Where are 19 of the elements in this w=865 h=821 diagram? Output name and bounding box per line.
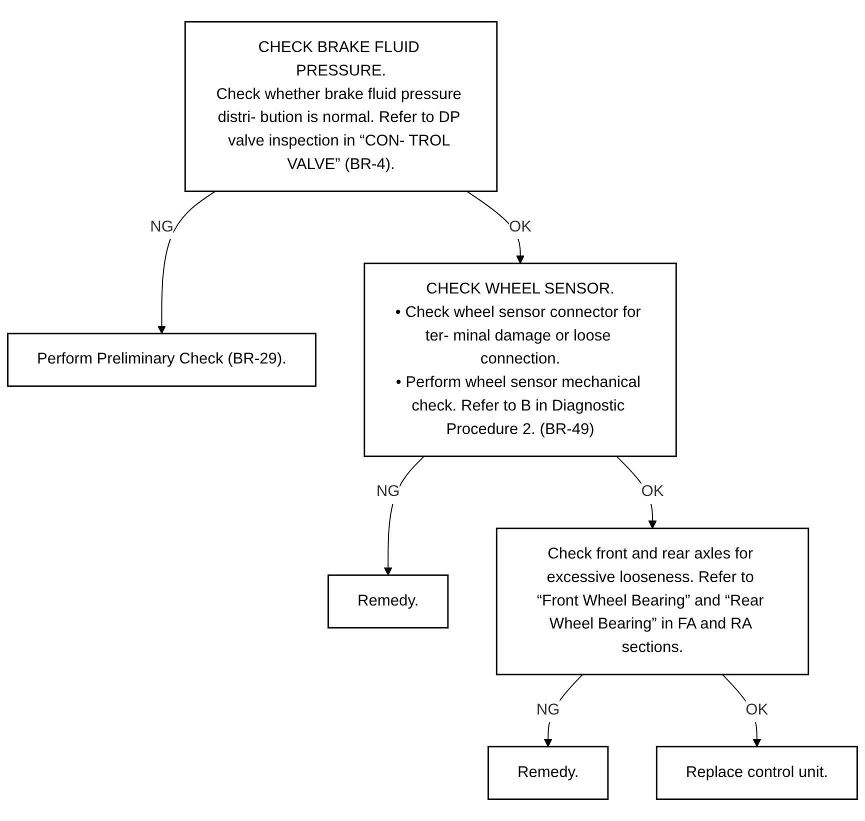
node-box: Replace control unit.	[656, 746, 858, 800]
node-box: CHECK BRAKE FLUID PRESSURE. Check whether brake fluid pressure distri- bution is normal. Refer to DP valve inspection in “CON- TROL VALVE” (BR-4).	[184, 21, 498, 192]
arrow	[722, 674, 762, 747]
arrow	[466, 190, 525, 264]
node-box: CHECK WHEEL SENSOR. • Check wheel sensor connector for ter- minal damage or loose connection. • Perform wheel sensor mechanical check. Refer to B in Diagnostic Procedure 2. (BR-49)	[364, 262, 677, 457]
node-box: Check front and rear axles for excessive looseness. Refer to “Front Wheel Bearing” and “Rear Wheel Bearing” in FA and RA sections.	[496, 528, 810, 676]
edge-label: NG	[376, 484, 400, 500]
edge-label: NG	[536, 702, 560, 718]
edge-label: OK	[509, 218, 532, 236]
arrow	[157, 190, 216, 334]
edge-label: OK	[641, 484, 664, 500]
arrow	[616, 456, 657, 529]
edge-label: OK	[746, 702, 768, 718]
arrow	[384, 456, 425, 576]
node-box: Remedy.	[488, 746, 609, 800]
node-box: Remedy.	[328, 574, 449, 628]
node-box: Perform Preliminary Check (BR-29).	[7, 332, 316, 387]
arrow	[544, 674, 584, 747]
edge-label: NG	[150, 218, 174, 236]
